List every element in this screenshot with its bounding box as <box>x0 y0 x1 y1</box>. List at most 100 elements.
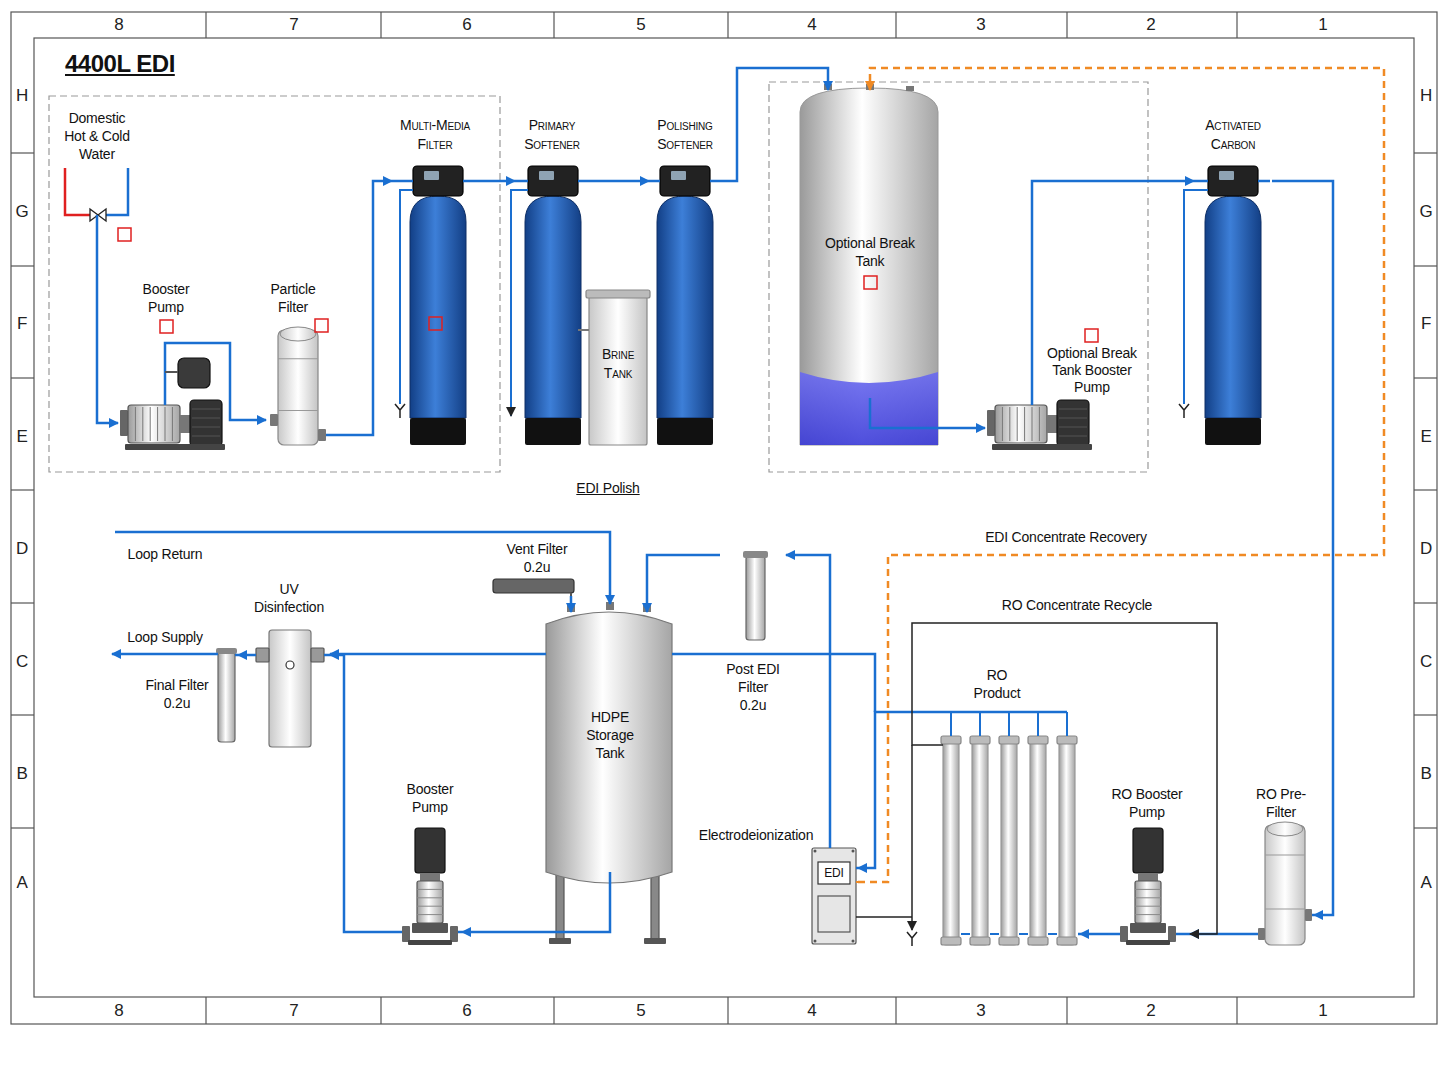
pipe-connector <box>330 655 398 932</box>
pipe-line <box>515 180 528 183</box>
equipment-sublabel: 0.2u <box>733 696 773 714</box>
grid-reference: 3 <box>976 16 985 34</box>
pump-flange <box>987 410 995 436</box>
vessel-base <box>410 418 466 445</box>
pipe-connector <box>478 180 515 183</box>
drain-symbol <box>395 404 405 418</box>
filter-housing <box>1265 825 1305 945</box>
membrane-cap <box>1028 736 1048 744</box>
pump-rib <box>172 407 173 441</box>
equipment-label: Activated Carbon <box>1194 116 1272 154</box>
grid-reference: E <box>16 428 27 446</box>
equipment-node: Activated Carbon <box>1194 116 1272 448</box>
pipe-connector <box>912 623 1217 934</box>
grid-tick <box>205 997 206 1024</box>
valve-display <box>1219 171 1234 180</box>
equipment-label: HDPE Storage Tank <box>580 708 640 762</box>
permeate-line <box>1008 712 1010 736</box>
motor-fin <box>192 409 220 410</box>
grid-tick <box>727 12 728 38</box>
pipe-line <box>392 180 413 183</box>
uv-lamp-indicator <box>286 661 294 669</box>
equipment-node: Final Filter0.2u <box>139 646 238 744</box>
pump-motor <box>415 828 445 873</box>
filter-cap <box>743 551 768 558</box>
filter-vessel <box>657 196 713 418</box>
pipe-line <box>398 931 402 934</box>
tank-bypass-line <box>672 654 875 712</box>
pipe-line <box>856 867 858 870</box>
housing-band <box>278 410 318 411</box>
pipe-line <box>248 654 256 657</box>
vent-stub <box>570 593 572 596</box>
pump-rib <box>417 889 443 890</box>
equipment-node: Optional Break Tank <box>800 90 938 445</box>
grid-reference: 3 <box>976 1002 985 1020</box>
grid-tick <box>11 489 34 490</box>
instrument-marker <box>118 228 131 241</box>
cartridge-filter <box>746 556 765 640</box>
pipe-line <box>1078 933 1080 936</box>
pump-motor <box>190 400 222 446</box>
storage-tank <box>546 612 672 883</box>
hot-water-pipe <box>65 168 92 215</box>
instrument-marker <box>315 319 328 332</box>
membrane-cap <box>999 937 1019 945</box>
pump-rib <box>1135 889 1161 890</box>
pump-rib <box>417 906 443 907</box>
equipment-node: Post EDI Filter0.2u <box>720 548 786 712</box>
grid-tick <box>1414 377 1437 378</box>
grid-tick <box>1414 489 1437 490</box>
membrane-link <box>990 933 999 935</box>
ro-membrane <box>972 740 988 945</box>
motor-fin <box>1059 418 1087 419</box>
pump-flange <box>1168 926 1176 942</box>
motor-fin <box>1059 409 1087 410</box>
grid-reference: 7 <box>289 16 298 34</box>
pump-rib <box>150 407 151 441</box>
grid-reference: 4 <box>807 1002 816 1020</box>
grid-tick <box>1066 12 1067 38</box>
equipment-node: Optional Break Tank Booster Pump <box>985 345 1146 452</box>
equipment-label: Brine Tank <box>589 345 647 383</box>
grid-tick <box>553 12 554 38</box>
ro-membrane <box>943 740 959 945</box>
edi-bolt <box>814 850 817 853</box>
grid-tick <box>11 827 34 828</box>
motor-fin <box>192 418 220 419</box>
equipment-label: Booster Pump <box>131 280 201 316</box>
pump-rib <box>1135 914 1161 915</box>
pump-coupling <box>180 415 190 433</box>
vent-filter <box>493 579 574 593</box>
grid-tick <box>380 12 381 38</box>
grid-reference: C <box>1420 653 1432 671</box>
pipe-connector <box>1080 933 1105 936</box>
backwash-drain-line <box>400 190 413 404</box>
pipe-line <box>1194 180 1208 183</box>
equipment-node: Booster Pump <box>118 280 223 450</box>
grid-tick <box>727 997 728 1024</box>
membrane-link <box>961 933 970 935</box>
tank-leg <box>556 868 564 940</box>
pump-motor <box>1057 400 1089 446</box>
pressure-tank-line <box>165 371 178 373</box>
grid-tick <box>11 152 34 153</box>
pump-base <box>1126 940 1170 945</box>
instrument-marker <box>864 276 877 289</box>
drain-symbol <box>1179 404 1189 418</box>
grid-reference: F <box>17 315 27 333</box>
backwash-drain-line <box>511 190 528 416</box>
equipment-label: Optional Break Tank Booster Pump <box>1040 345 1144 396</box>
valve-display <box>539 171 554 180</box>
grid-tick <box>1236 12 1237 38</box>
equipment-node: Domestic Hot & Cold Water <box>55 108 140 220</box>
filter-vessel <box>1205 196 1261 418</box>
equipment-label: Multi-Media Filter <box>392 116 478 154</box>
permeate-line <box>979 712 981 736</box>
permeate-header <box>938 711 1067 714</box>
pump-flange <box>450 926 458 942</box>
equipment-node: Particle Filter <box>266 280 330 448</box>
grid-reference: 1 <box>1318 1002 1327 1020</box>
filter-cap <box>216 648 237 654</box>
